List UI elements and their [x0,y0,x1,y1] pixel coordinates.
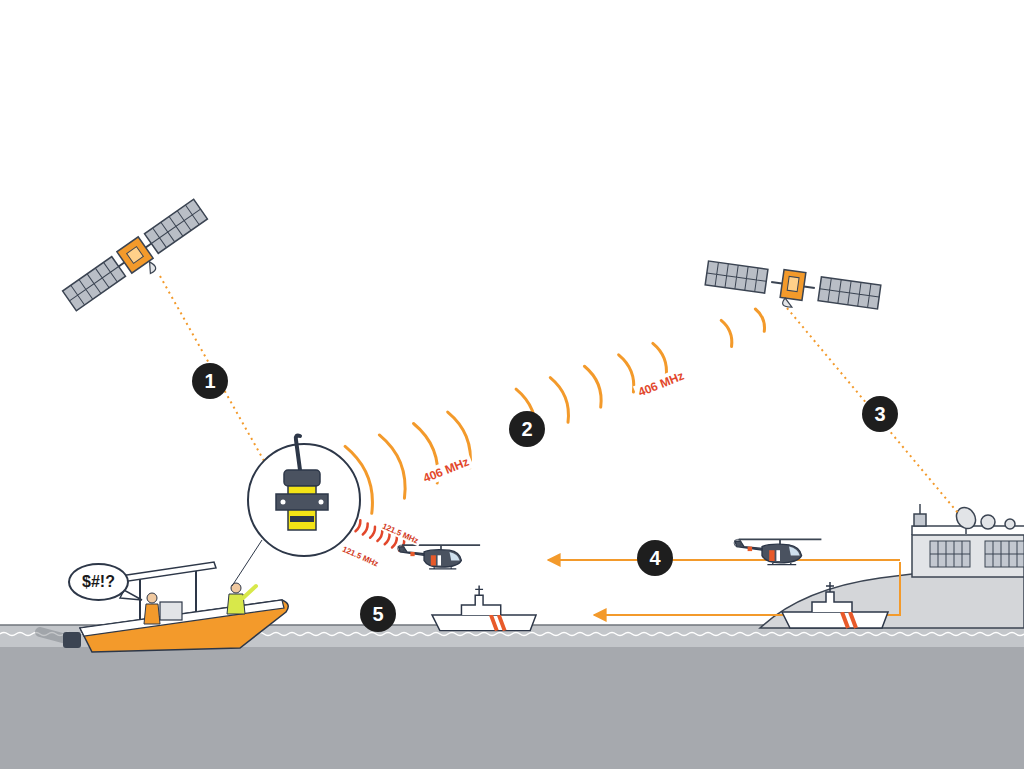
signal-arc [379,432,413,499]
speech-bubble: $#!? [68,563,129,601]
frequency-label: 121.5 MHz [339,544,382,570]
callout-number: 3 [862,396,898,432]
frequency-label: 406 MHz [418,453,474,488]
signal-arc [370,527,376,539]
signal-arc [550,375,574,422]
callout-number: 4 [637,540,673,576]
signal-arc [392,537,398,549]
signal-arc [721,319,735,346]
signal-arc [385,533,391,545]
frequency-label: 406 MHz [633,367,689,402]
signal-arc [363,524,369,536]
signal-arc [584,364,606,407]
callout-number: 1 [192,363,228,399]
exclamation-text: $#!? [82,573,115,591]
callout-number: 2 [509,411,545,447]
signal-arc [755,308,767,332]
callout-number: 5 [360,596,396,632]
signal-arc [377,530,383,542]
